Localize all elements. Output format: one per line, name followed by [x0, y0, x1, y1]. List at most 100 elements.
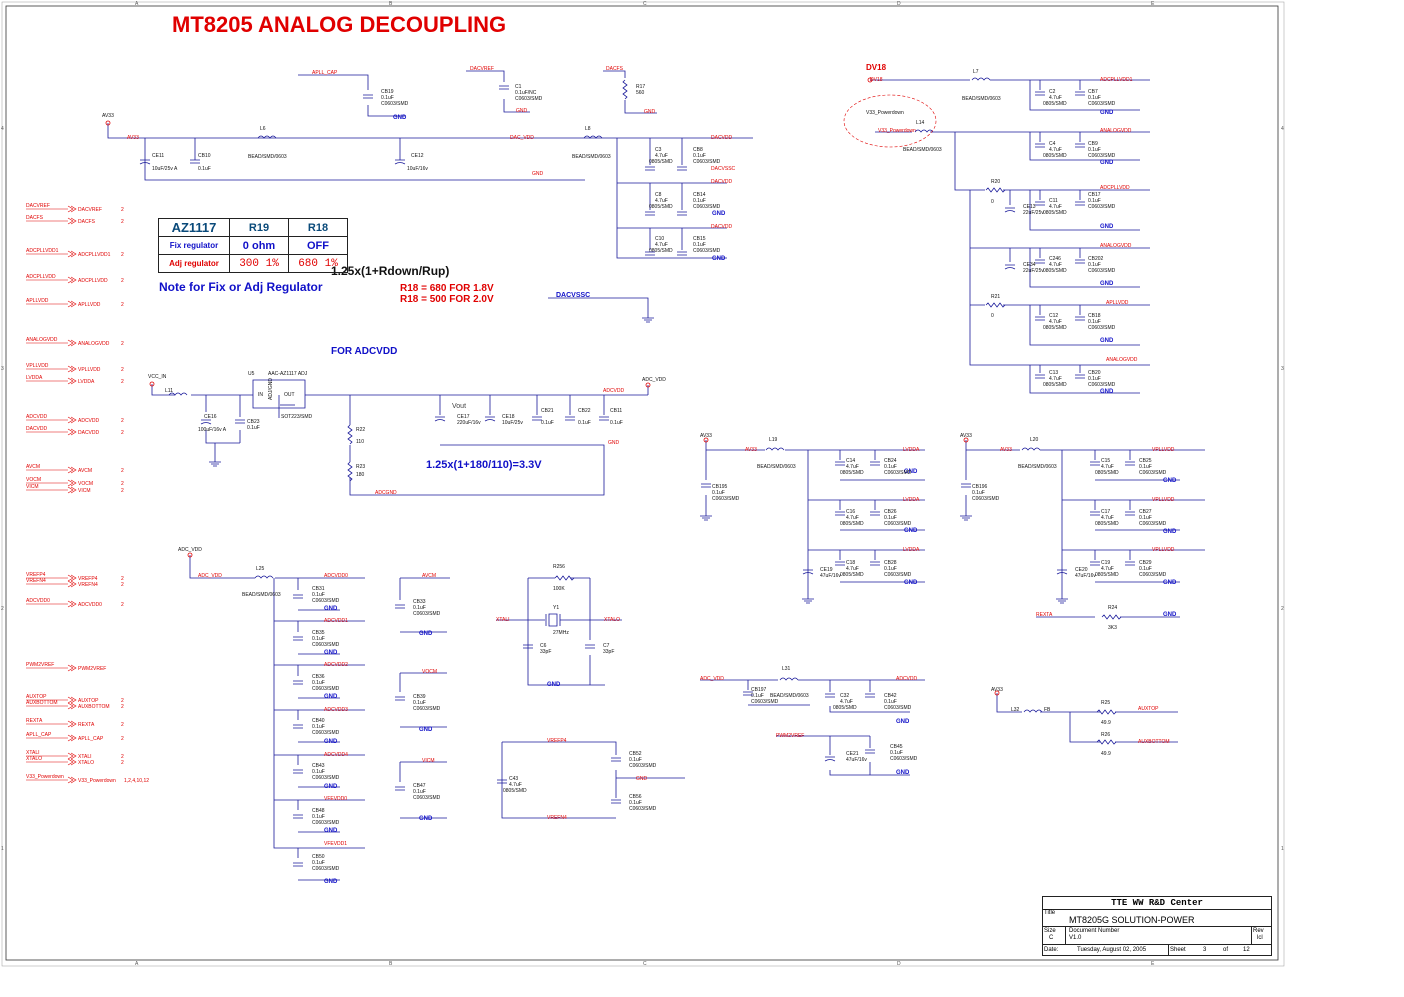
table-header-cell: R19	[229, 218, 289, 237]
capacitor-symbol	[190, 159, 200, 164]
power-port-label: VCC_IN	[148, 374, 167, 380]
part-reference: CB47	[413, 783, 426, 789]
part-reference: C0603/SMD	[1139, 470, 1167, 476]
inductor-symbol	[583, 135, 603, 139]
part-reference: CE16	[204, 414, 217, 420]
gnd-label: GND	[516, 108, 528, 114]
part-reference: 0.1uF	[578, 420, 591, 426]
resistor-symbol	[347, 461, 353, 482]
net-label: VREFN4	[547, 815, 567, 821]
part-reference: C0603/SMD	[312, 775, 340, 781]
part-reference: C246	[1049, 256, 1061, 262]
offpage-net-label: ADCPLLVDD	[26, 274, 56, 280]
part-reference: L8	[585, 126, 591, 132]
offpage-net-label: XTALI	[26, 750, 40, 756]
net-label: APLLVDD	[1106, 300, 1129, 306]
offpage-connector-arrow	[67, 479, 77, 487]
part-reference: 4.7uF	[1101, 566, 1114, 572]
part-reference: 0.1uF	[1088, 198, 1101, 204]
part-reference: C0603/SMD	[1088, 268, 1116, 274]
regulator-table: AZ1117 R19 R18 Fix regulator 0 ohm OFF A…	[158, 218, 348, 273]
offpage-connector-label: VREFN4	[78, 582, 98, 588]
capacitor-symbol	[293, 594, 303, 599]
part-reference: CB11	[610, 408, 622, 414]
part-reference: C0603/SMD	[312, 820, 340, 826]
offpage-connector-label: APLL_CAP	[78, 736, 104, 742]
capacitor-symbol	[645, 211, 655, 216]
part-reference: CB56	[629, 794, 642, 800]
net-label: VPLLVDD	[1152, 547, 1175, 553]
gnd-label: GND	[324, 739, 338, 745]
part-reference: CB26	[884, 509, 897, 515]
part-reference: CB50	[312, 854, 325, 860]
part-reference: C0603/SMD	[629, 806, 657, 812]
offpage-net-label: VICM	[26, 484, 39, 490]
capacitor-symbol	[293, 814, 303, 819]
part-reference: C2	[1049, 89, 1056, 95]
part-reference: C0603/SMD	[884, 521, 912, 527]
capacitor-symbol	[293, 724, 303, 729]
part-reference: R22	[356, 427, 365, 433]
capacitor-symbol	[743, 691, 753, 696]
offpage-connector-arrow	[67, 752, 77, 760]
part-reference: AAC-AZ1117 ADJ	[268, 371, 308, 377]
offpage-connector-label: LVDDA	[78, 379, 95, 385]
net-label: AVCM	[422, 573, 436, 579]
part-reference: 10uF/25v A	[152, 166, 178, 172]
part-reference: 0.1uF/NC	[515, 90, 537, 96]
capacitor-symbol	[1075, 201, 1085, 206]
part-reference: 4.7uF	[1049, 376, 1062, 382]
net-label: VREFP4	[547, 738, 567, 744]
net-label: DACFS	[606, 66, 624, 72]
table-header-cell: AZ1117	[158, 218, 230, 237]
capacitor-symbol	[1035, 374, 1045, 379]
part-reference: 0.1uF	[610, 420, 623, 426]
gnd-label: GND	[324, 784, 338, 790]
gnd-label: GND	[1100, 110, 1114, 116]
part-reference: 0805/SMD	[649, 248, 673, 254]
offpage-net-label: VREFP4	[26, 572, 46, 578]
part-reference: 0.1uF	[541, 420, 554, 426]
electrolytic-capacitor-symbol	[200, 419, 212, 425]
highlight-ellipse	[843, 94, 937, 148]
part-reference: C0603/SMD	[712, 496, 740, 502]
part-reference: C0603/SMD	[890, 756, 918, 762]
part-reference: 0805/SMD	[1043, 101, 1067, 107]
offpage-connector-arrow	[67, 300, 77, 308]
offpage-connector-label: VPLLVDD	[78, 367, 101, 373]
capacitor-symbol	[870, 561, 880, 566]
power-port-label: AV33	[700, 433, 712, 439]
ground-symbol	[642, 314, 654, 323]
crystal-y1-symbol	[545, 613, 561, 627]
part-reference: 0805/SMD	[1043, 325, 1067, 331]
tb-doc-label: Document Number	[1069, 928, 1120, 934]
part-reference: 4.7uF	[840, 699, 853, 705]
tb-size-label: Size	[1044, 928, 1056, 934]
offpage-net-label: AUXTOP	[26, 694, 47, 700]
net-label: DACVSSC	[711, 166, 736, 172]
part-reference: C0603/SMD	[312, 686, 340, 692]
part-reference: 0.1uF	[381, 95, 394, 101]
offpage-connector-arrow	[67, 734, 77, 742]
part-reference: C8	[655, 192, 662, 198]
part-reference: 4.7uF	[1049, 204, 1062, 210]
capacitor-symbol	[1090, 461, 1100, 466]
net-label: ADCVDD3	[324, 707, 348, 713]
part-reference: CB40	[312, 718, 325, 724]
part-reference: C0603/SMD	[693, 248, 721, 254]
part-reference: 10uF/16v	[407, 166, 428, 172]
resistor-symbol	[1096, 709, 1117, 715]
electrolytic-capacitor-symbol	[824, 756, 836, 762]
offpage-page-ref: 2	[121, 219, 124, 225]
part-reference: C0603/SMD	[693, 159, 721, 165]
offpage-connector-label: REXTA	[78, 722, 95, 728]
table-cell: Adj regulator	[158, 254, 230, 273]
offpage-net-label: ANALOGVDD	[26, 337, 58, 343]
part-reference: L31	[782, 666, 791, 672]
offpage-net-label: AVCM	[26, 464, 40, 470]
part-reference: CB25	[1139, 458, 1152, 464]
part-reference: 110	[356, 439, 364, 445]
gnd-label: GND	[904, 528, 918, 534]
gnd-label: GND	[896, 719, 910, 725]
capacitor-symbol	[865, 749, 875, 754]
